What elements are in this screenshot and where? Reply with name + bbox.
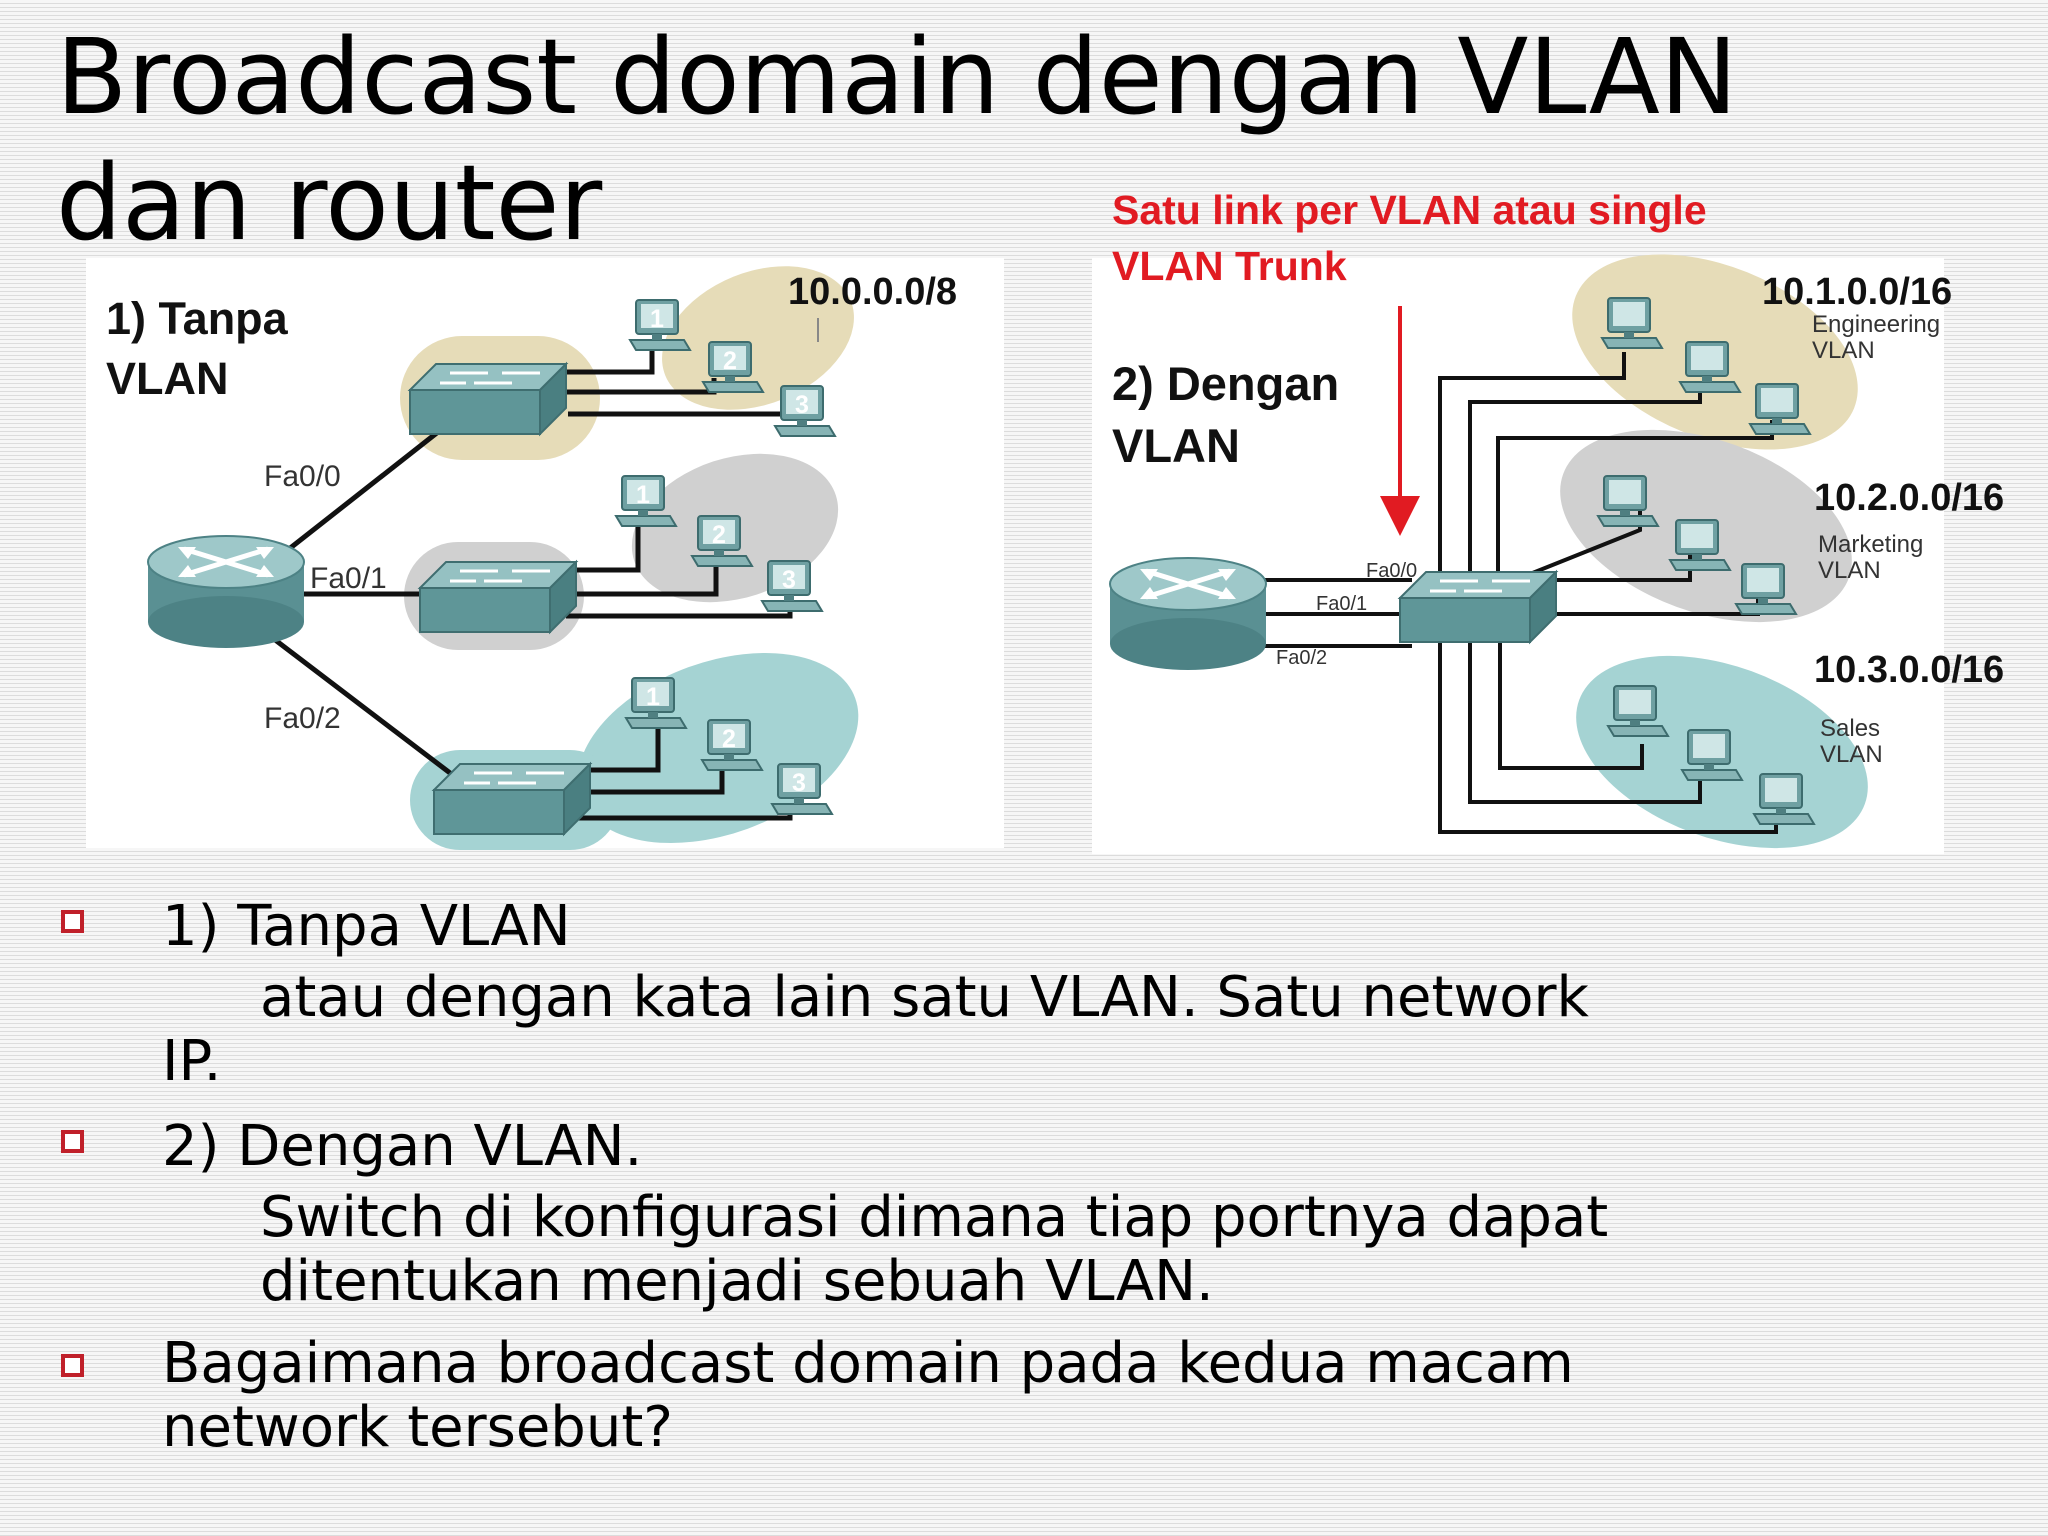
host-number-label: 3 (795, 391, 809, 419)
bullet-item: 1) Tanpa VLAN (56, 888, 2016, 966)
bullet-subtext: Switch di konfigurasi dimana tiap portny… (260, 1185, 1609, 1250)
left-network-label: 10.0.0.0/8 (788, 271, 957, 313)
slide-title-line1: Broadcast domain dengan VLAN (56, 16, 1738, 138)
right-heading-line1: 2) Dengan (1112, 357, 1339, 410)
vlan-name-label: Engineering (1812, 311, 1940, 338)
vlan-name-label: Marketing (1818, 531, 1923, 558)
right-annotation-line2: VLAN Trunk (1112, 243, 1347, 289)
bullet-square-icon (61, 910, 84, 933)
left-diagram: 1 2 3 1 2 3 1 2 3 1) Tanpa VLAN 10.0.0.0… (86, 258, 1004, 850)
left-interface-label: Fa0/0 (264, 460, 341, 493)
left-heading-line2: VLAN (106, 353, 229, 404)
left-interface-label: Fa0/2 (264, 702, 341, 735)
vlan-name-label: VLAN (1820, 741, 1883, 768)
right-router (1110, 558, 1266, 670)
vlan-network-label: 10.1.0.0/16 (1762, 271, 1952, 313)
slide-title: Broadcast domain dengan VLAN dan router (56, 14, 1738, 266)
host-number-label: 2 (722, 725, 736, 753)
bullet-item: 2) Dengan VLAN. (56, 1108, 2016, 1186)
vlan-name-label: Sales (1820, 715, 1880, 742)
right-interface-label: Fa0/0 (1366, 560, 1417, 582)
right-interface-label: Fa0/2 (1276, 647, 1327, 669)
bullet-subtext: atau dengan kata lain satu VLAN. Satu ne… (260, 965, 1589, 1030)
bullet-square-icon (61, 1130, 84, 1153)
host-number-label: 1 (650, 305, 664, 333)
vlan-network-label: 10.2.0.0/16 (1814, 477, 2004, 519)
bullet-text: network tersebut? (162, 1395, 673, 1460)
slide-title-line2: dan router (56, 142, 603, 264)
bullet-text: 2) Dengan VLAN. (162, 1114, 643, 1179)
host-number-label: 1 (646, 683, 660, 711)
vlan-network-label: 10.3.0.0/16 (1814, 649, 2004, 691)
bullet-list: 1) Tanpa VLAN atau dengan kata lain satu… (56, 888, 2016, 1460)
bullet-subtext: ditentukan menjadi sebuah VLAN. (260, 1249, 1214, 1314)
right-interface-label: Fa0/1 (1316, 593, 1367, 615)
right-diagram: Satu link per VLAN atau single VLAN Trun… (1092, 187, 2004, 854)
host-number-label: 3 (782, 566, 796, 594)
right-annotation-line1: Satu link per VLAN atau single (1112, 187, 1707, 233)
bullet-item: Bagaimana broadcast domain pada kedua ma… (56, 1332, 2016, 1460)
bullet-text: Bagaimana broadcast domain pada kedua ma… (162, 1331, 1574, 1396)
left-switch-1 (408, 362, 568, 436)
left-switch-3 (432, 762, 592, 836)
bullet-square-icon (61, 1354, 84, 1377)
right-heading-line2: VLAN (1112, 419, 1240, 472)
host-number-label: 3 (792, 769, 806, 797)
left-switch-2 (418, 560, 578, 634)
right-switch (1398, 570, 1558, 644)
left-heading-line1: 1) Tanpa (106, 293, 289, 344)
left-interface-label: Fa0/1 (310, 562, 387, 595)
vlan-name-label: VLAN (1818, 557, 1881, 584)
host-number-label: 2 (712, 521, 726, 549)
bullet-subtext-continuation: IP. (162, 1029, 222, 1094)
host-number-label: 1 (636, 481, 650, 509)
vlan-name-label: VLAN (1812, 337, 1875, 364)
left-router (148, 536, 304, 648)
bullet-text: 1) Tanpa VLAN (162, 894, 571, 959)
host-number-label: 2 (723, 347, 737, 375)
